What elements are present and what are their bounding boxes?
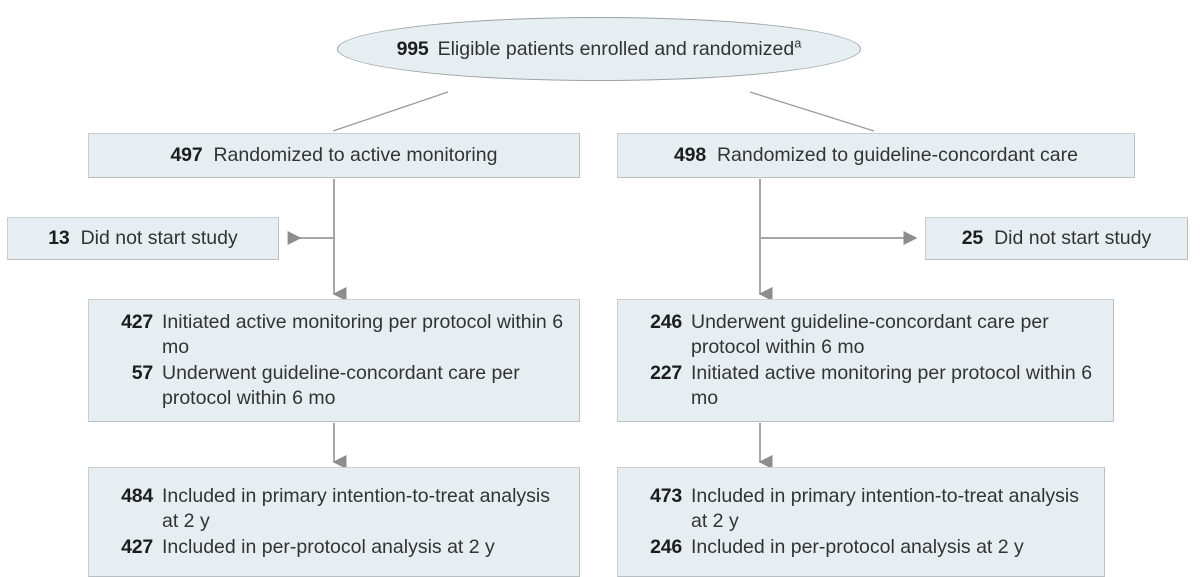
entry-label: Randomized to guideline-concordant care	[716, 144, 1078, 167]
entry-number: 246	[650, 535, 682, 558]
node-entry: 497 Randomized to active monitoring	[171, 143, 498, 168]
connector-enrolled-to-right-arm	[749, 91, 875, 132]
entry-label: Randomized to active monitoring	[213, 144, 498, 167]
node-did-not-start-study-left: 13 Did not start study	[7, 217, 279, 260]
node-randomized-to-active-monitoring: 497 Randomized to active monitoring	[88, 133, 580, 178]
entry-label: Underwent guideline-concordant care per …	[162, 362, 520, 409]
node-randomized-to-guideline-concordant-care: 498 Randomized to guideline-concordant c…	[617, 133, 1135, 178]
entry-label: Included in primary intention-to-treat a…	[162, 485, 551, 533]
node-eligible-patients-enrolled: 995 Eligible patients enrolled and rando…	[337, 17, 861, 81]
entry-number: 227	[650, 362, 682, 384]
node-entry: 57 Underwent guideline-concordant care p…	[101, 361, 565, 411]
node-entry: 473 Included in primary intention-to-tre…	[630, 484, 1090, 534]
entry-label: Did not start study	[80, 227, 238, 250]
node-entry: 995 Eligible patients enrolled and rando…	[396, 35, 802, 62]
node-entry: 427 Initiated active monitoring per prot…	[101, 310, 565, 360]
entry-number: 484	[121, 485, 153, 508]
node-did-not-start-study-right: 25 Did not start study	[925, 217, 1188, 260]
connector-enrolled-to-left-arm	[332, 91, 449, 132]
entry-number: 473	[650, 485, 682, 508]
entry-label: Underwent guideline-concordant care per …	[691, 311, 1049, 359]
node-entry: 13 Did not start study	[48, 226, 237, 251]
entry-number: 498	[674, 144, 706, 167]
entry-label: Included in per-protocol analysis at 2 y	[691, 535, 1024, 558]
node-analysis-left: 484 Included in primary intention-to-tre…	[88, 467, 580, 577]
entry-label: Initiated active monitoring per protocol…	[162, 311, 564, 359]
entry-number: 246	[650, 311, 682, 334]
entry-number: 497	[170, 144, 203, 167]
entry-number: 427	[121, 535, 153, 558]
entry-number: 995	[396, 37, 429, 60]
footnote-marker: a	[794, 35, 802, 51]
entry-label: Eligible patients enrolled and randomize…	[437, 35, 802, 60]
node-entry: 227 Initiated active monitoring per prot…	[630, 361, 1099, 411]
node-entry: 484 Included in primary intention-to-tre…	[101, 484, 565, 534]
node-analysis-right: 473 Included in primary intention-to-tre…	[617, 467, 1105, 577]
entry-number: 25	[961, 227, 984, 250]
entry-number: 13	[48, 227, 70, 250]
node-entry: 25 Did not start study	[962, 226, 1151, 251]
node-protocol-treatment-right: 246 Underwent guideline-concordant care …	[617, 299, 1114, 422]
entry-label: Did not start study	[994, 227, 1152, 250]
node-entry: 498 Randomized to guideline-concordant c…	[674, 143, 1078, 168]
node-protocol-treatment-left: 427 Initiated active monitoring per prot…	[88, 299, 580, 422]
entry-label: Included in primary intention-to-treat a…	[691, 485, 1080, 533]
node-entry: 246 Included in per-protocol analysis at…	[630, 535, 1090, 560]
entry-label: Included in per-protocol analysis at 2 y	[162, 535, 495, 558]
node-entry: 246 Underwent guideline-concordant care …	[630, 310, 1099, 360]
node-entry: 427 Included in per-protocol analysis at…	[101, 535, 565, 560]
entry-number: 57	[131, 362, 153, 384]
entry-label: Initiated active monitoring per protocol…	[691, 362, 1093, 409]
entry-number: 427	[121, 311, 153, 334]
